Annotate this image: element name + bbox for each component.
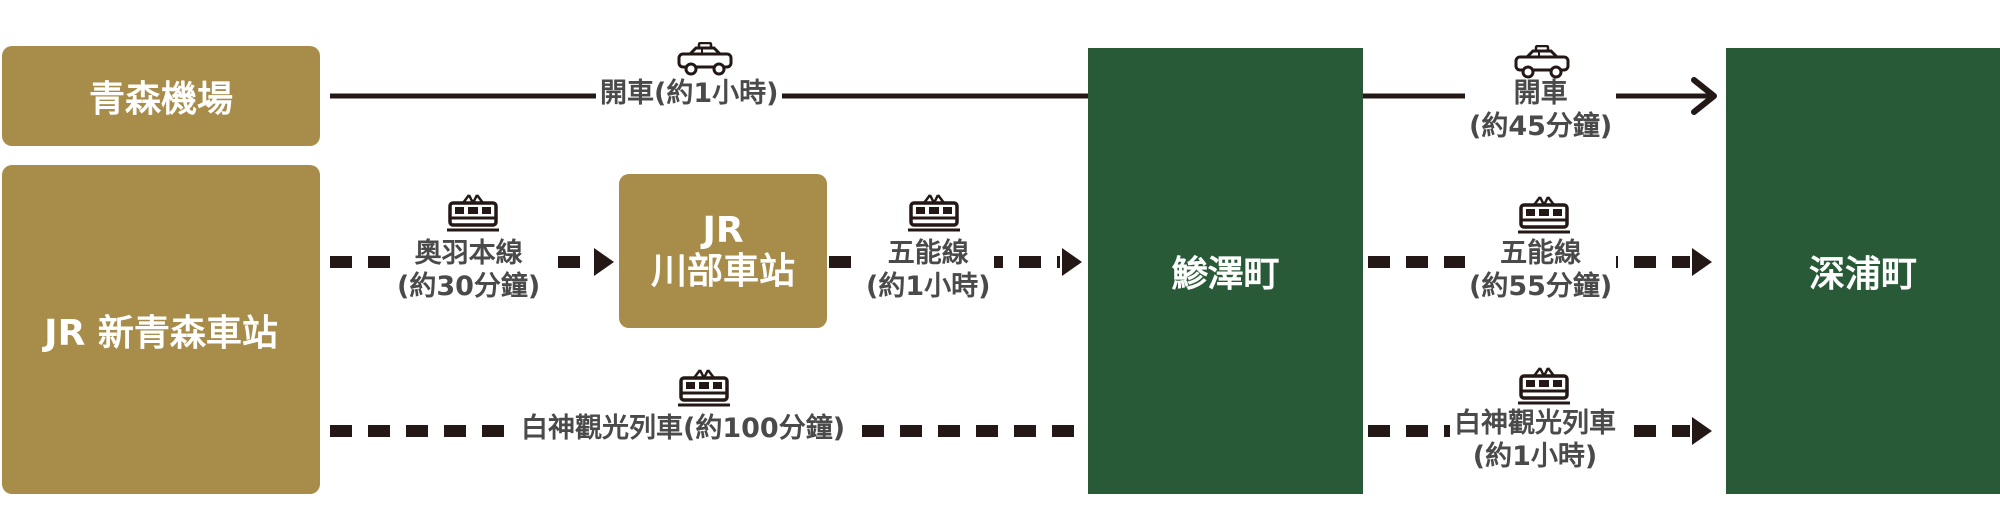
node-label: 深浦町: [1808, 254, 1917, 295]
route-label-ajigasawa-fukaura-train: 五能線 (約55分鐘): [1465, 238, 1617, 304]
route-label-line1: 奧羽本線: [414, 238, 523, 269]
route-label-line1: 開車: [1513, 78, 1568, 109]
car-icon: [677, 42, 733, 76]
route-label-line2: (約1小時): [866, 270, 991, 302]
route-label-text: 開車(約1小時): [600, 78, 779, 109]
arrowhead: [594, 248, 614, 276]
train-icon: [1518, 196, 1570, 234]
route-label-line1: 白神觀光列車: [1454, 408, 1616, 439]
route-label-text: 白神觀光列車(約100分鐘): [521, 413, 846, 444]
node-shin-aomori-station: JR 新青森車站: [2, 165, 320, 494]
train-icon: [678, 369, 730, 407]
train-icon: [1518, 367, 1570, 405]
route-label-shin-aomori-ajigasawa-resort: 白神觀光列車(約100分鐘): [517, 413, 850, 446]
node-label: 青森機場: [88, 79, 233, 120]
node-ajigasawa-town: 鯵澤町: [1088, 48, 1363, 494]
route-label-airport-ajigasawa: 開車(約1小時): [596, 78, 783, 111]
node-fukaura-town: 深浦町: [1726, 48, 2000, 494]
route-label-line1: 五能線: [1500, 238, 1582, 269]
node-label: 鯵澤町: [1171, 254, 1280, 295]
route-label-line1: 五能線: [887, 238, 969, 269]
route-label-ajigasawa-fukaura-car: 開車 (約45分鐘): [1465, 78, 1617, 144]
arrowhead: [1691, 77, 1717, 115]
route-label-line2: (約45分鐘): [1469, 110, 1613, 142]
node-label-line1: JR: [702, 209, 744, 251]
car-icon: [1514, 45, 1570, 79]
node-aomori-airport: 青森機場: [2, 46, 320, 146]
train-icon: [447, 194, 499, 232]
arrowhead: [1062, 248, 1082, 276]
node-label-line2: 川部車站: [650, 251, 795, 292]
train-icon: [908, 194, 960, 232]
node-kawabe-station: JR 川部車站: [619, 174, 827, 328]
route-label-shin-aomori-kawabe: 奧羽本線 (約30分鐘): [393, 238, 545, 304]
node-label: JR 新青森車站: [44, 312, 278, 354]
route-label-line2: (約1小時): [1472, 440, 1598, 472]
arrowhead: [1692, 417, 1712, 445]
route-label-kawabe-ajigasawa: 五能線 (約1小時): [862, 238, 995, 304]
route-label-ajigasawa-fukaura-resort: 白神觀光列車 (約1小時): [1450, 408, 1620, 474]
arrowhead: [1692, 248, 1712, 276]
route-label-line2: (約55分鐘): [1469, 270, 1613, 302]
route-label-line2: (約30分鐘): [397, 270, 541, 302]
